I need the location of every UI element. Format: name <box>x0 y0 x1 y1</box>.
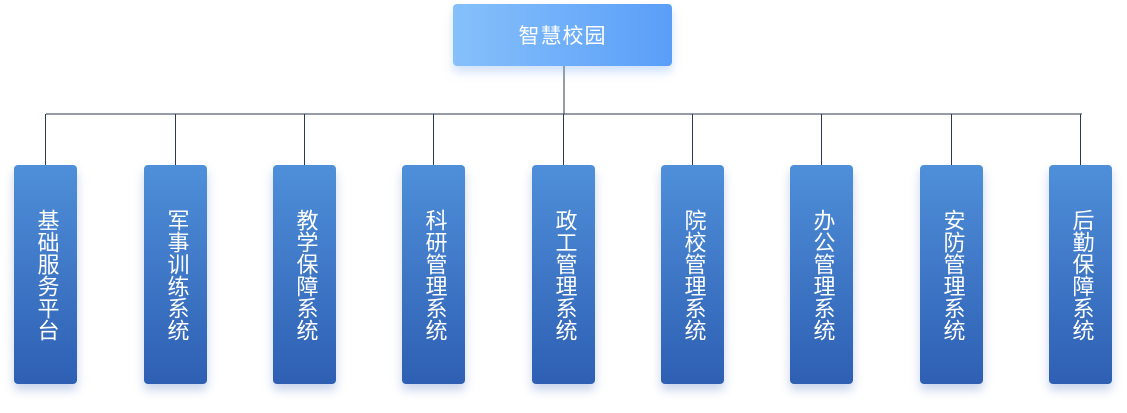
child-node-3[interactable]: 教学保障系统 <box>273 165 336 384</box>
child-label: 院校管理系统 <box>680 208 706 341</box>
child-node-9[interactable]: 后勤保障系统 <box>1049 165 1112 384</box>
child-drop-lines <box>45 114 1081 165</box>
child-node-8[interactable]: 安防管理系统 <box>920 165 983 384</box>
child-node-1[interactable]: 基础服务平台 <box>14 165 77 384</box>
child-node-6[interactable]: 院校管理系统 <box>661 165 724 384</box>
root-label: 智慧校园 <box>518 24 607 48</box>
child-node-4[interactable]: 科研管理系统 <box>402 165 465 384</box>
child-label: 科研管理系统 <box>421 208 447 341</box>
child-label: 办公管理系统 <box>809 208 835 341</box>
child-node-2[interactable]: 军事训练系统 <box>144 165 207 384</box>
child-label: 军事训练系统 <box>163 208 189 341</box>
child-label: 教学保障系统 <box>292 208 318 341</box>
child-label: 政工管理系统 <box>551 208 577 341</box>
child-label: 安防管理系统 <box>939 208 965 341</box>
child-node-5[interactable]: 政工管理系统 <box>532 165 595 384</box>
root-node[interactable]: 智慧校园 <box>453 4 672 66</box>
child-label: 基础服务平台 <box>33 208 59 341</box>
child-label: 后勤保障系统 <box>1068 208 1094 341</box>
child-node-7[interactable]: 办公管理系统 <box>790 165 853 384</box>
